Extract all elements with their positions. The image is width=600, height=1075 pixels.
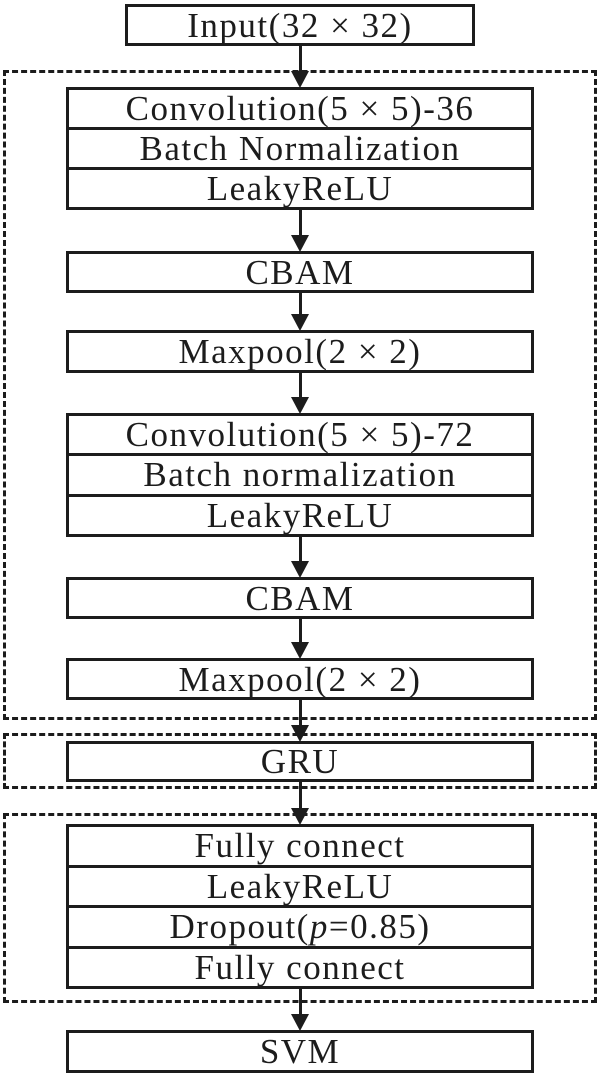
flow-arrow-gru-fc (290, 781, 310, 825)
conv-layer-label: Convolution(5 × 5)-72 (125, 415, 475, 455)
dropout-suffix: =0.85) (328, 907, 431, 947)
fc-block: Fully connect LeakyReLU Dropout(p=0.85) … (66, 824, 534, 989)
gru-node: GRU (66, 741, 534, 782)
input-node-label: Input(32 × 32) (187, 5, 413, 45)
flow-arrow-input-conv1 (290, 45, 310, 88)
dropout-p-var: p (309, 907, 329, 947)
leakyrelu-layer-label: LeakyReLU (69, 493, 531, 534)
flow-arrow-conv2-cbam2 (290, 536, 310, 578)
flow-arrow-conv1-cbam1 (290, 209, 310, 252)
flow-arrow-maxpool2-gru (290, 699, 310, 742)
batchnorm-layer-label: Batch normalization (69, 453, 531, 493)
cbam-node-label: CBAM (245, 578, 355, 618)
cbam-node-2: CBAM (66, 577, 534, 619)
conv-layer-label: Convolution(5 × 5)-36 (125, 89, 475, 128)
batchnorm-layer-label: Batch Normalization (69, 127, 531, 167)
conv-block-2: Convolution(5 × 5)-72 Batch normalizatio… (66, 413, 534, 537)
dropout-layer-label: Dropout(p=0.85) (69, 905, 531, 946)
cbam-node-label: CBAM (245, 252, 355, 292)
maxpool-node-label: Maxpool(2 × 2) (178, 659, 422, 699)
svm-node: SVM (66, 1030, 534, 1073)
leakyrelu-layer-label: LeakyReLU (69, 167, 531, 207)
flow-arrow-fc-svm (290, 988, 310, 1031)
flow-arrow-cbam1-maxpool1 (290, 292, 310, 331)
svm-node-label: SVM (259, 1032, 341, 1071)
leakyrelu-layer-label: LeakyReLU (69, 864, 531, 906)
cbam-node-1: CBAM (66, 251, 534, 293)
fc-layer-label: Fully connect (69, 945, 531, 987)
maxpool-node-1: Maxpool(2 × 2) (66, 330, 534, 373)
flow-arrow-maxpool1-conv2 (290, 372, 310, 414)
maxpool-node-label: Maxpool(2 × 2) (178, 332, 422, 371)
dropout-prefix: Dropout( (169, 907, 310, 947)
conv-block-1: Convolution(5 × 5)-36 Batch Normalizatio… (66, 87, 534, 210)
flow-arrow-cbam2-maxpool2 (290, 619, 310, 659)
input-node: Input(32 × 32) (125, 4, 475, 46)
maxpool-node-2: Maxpool(2 × 2) (66, 658, 534, 700)
gru-node-label: GRU (260, 742, 340, 781)
fc-layer-label: Fully connect (194, 826, 406, 866)
